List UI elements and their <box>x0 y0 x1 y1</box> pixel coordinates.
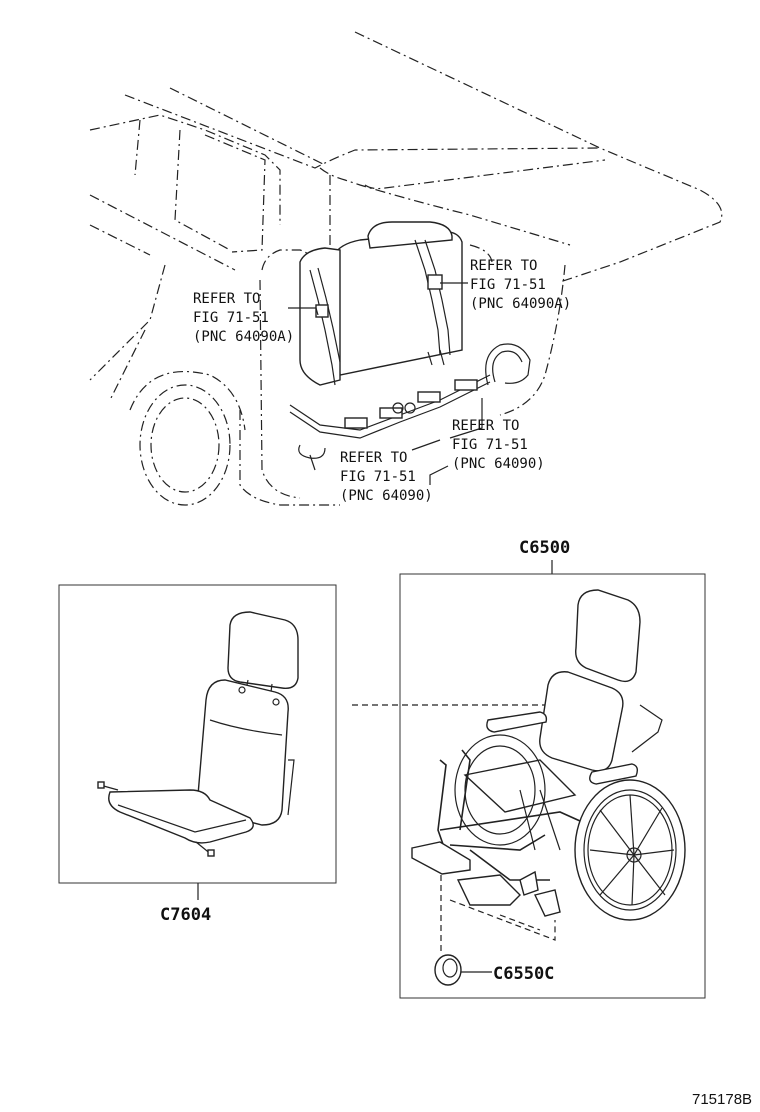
callout-line: FIG 71-51 <box>193 310 269 326</box>
wheelchair-part-box: C6500 <box>399 538 706 999</box>
callout-line: (PNC 64090A) <box>193 329 294 345</box>
callout-line: FIG 71-51 <box>452 437 528 453</box>
callout-line: FIG 71-51 <box>340 469 416 485</box>
callout-refer-mid-right: REFER TO FIG 71-51 (PNC 64090) <box>452 418 545 472</box>
callout-line: (PNC 64090) <box>452 456 545 472</box>
callout-line: REFER TO <box>470 258 537 274</box>
callout-refer-right: REFER TO FIG 71-51 (PNC 64090A) <box>470 258 571 312</box>
callout-line: REFER TO <box>193 291 260 307</box>
figure-id: 715178B <box>692 1091 752 1108</box>
part-number-cap: C6550C <box>493 964 554 984</box>
callout-line: REFER TO <box>452 418 519 434</box>
seat-part-box: C7604 <box>58 584 337 925</box>
callout-line: (PNC 64090) <box>340 488 433 504</box>
callout-refer-mid-left: REFER TO FIG 71-51 (PNC 64090) <box>340 450 433 504</box>
vehicle-rear-illustration <box>89 31 723 506</box>
part-number-wheelchair: C6500 <box>519 538 570 558</box>
callout-line: FIG 71-51 <box>470 277 546 293</box>
callout-refer-left: REFER TO FIG 71-51 (PNC 64090A) <box>193 291 294 345</box>
callout-line: REFER TO <box>340 450 407 466</box>
part-number-seat: C7604 <box>160 905 211 925</box>
callout-line: (PNC 64090A) <box>470 296 571 312</box>
